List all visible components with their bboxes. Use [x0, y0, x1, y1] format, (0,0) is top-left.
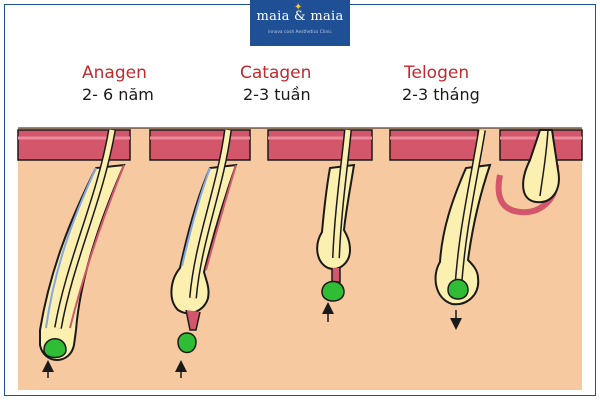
- catagen-follicle: [170, 129, 238, 331]
- brand-logo[interactable]: ✦ maia & maia innova cosh Aesthetics Cli…: [250, 0, 350, 46]
- late-catagen-bulb: [321, 280, 345, 302]
- phase-duration-anagen: 2- 6 năm: [82, 85, 154, 104]
- logo-tagline: innova cosh Aesthetics Clinic: [268, 29, 332, 34]
- phase-duration-telogen: 2-3 tháng: [402, 85, 480, 104]
- star-icon: ✦: [294, 2, 303, 13]
- anagen-bulb: [43, 338, 67, 359]
- phase-label-anagen: Anagen: [82, 63, 147, 83]
- phase-label-telogen: Telogen: [404, 63, 470, 83]
- catagen-bulb: [177, 332, 197, 354]
- phase-label-catagen: Catagen: [240, 63, 312, 83]
- telogen-bulb: [447, 278, 469, 300]
- late-catagen-follicle: [316, 129, 356, 283]
- new-hair-follicle: [522, 129, 560, 204]
- anagen-follicle: [39, 129, 126, 361]
- phase-duration-catagen: 2-3 tuần: [243, 85, 311, 104]
- logo-name: maia & maia: [256, 9, 344, 24]
